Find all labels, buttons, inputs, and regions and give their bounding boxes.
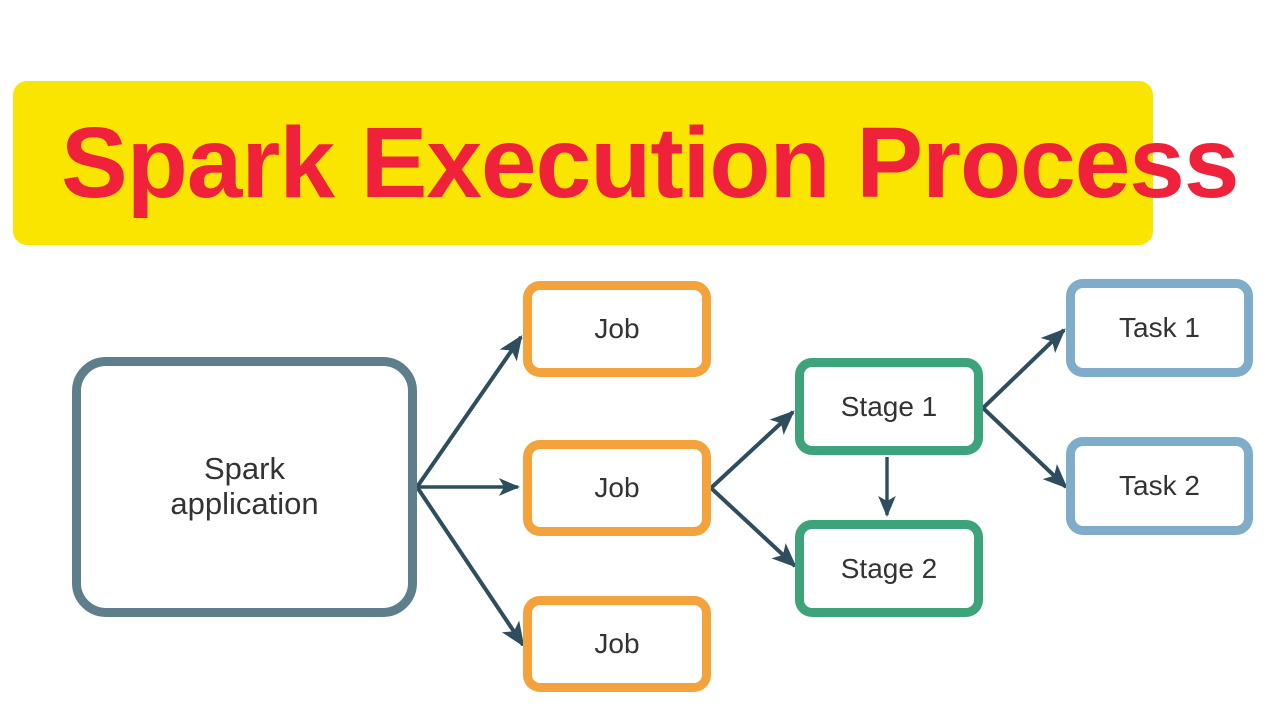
node-job-1[interactable]: Job bbox=[523, 281, 711, 377]
node-spark-application[interactable]: Spark application bbox=[72, 357, 417, 617]
node-job-1-label: Job bbox=[594, 313, 640, 345]
edge-job-2-to-stage-1 bbox=[709, 410, 795, 490]
edge-stage-1-to-task-1 bbox=[981, 328, 1066, 410]
node-task-1-label: Task 1 bbox=[1119, 312, 1200, 344]
page-title: Spark Execution Process bbox=[61, 107, 1240, 219]
edge-app-to-job-3 bbox=[415, 485, 525, 647]
edge-job-2-to-stage-2 bbox=[709, 486, 797, 568]
node-job-2-label: Job bbox=[594, 472, 640, 504]
node-spark-application-label: Spark application bbox=[170, 451, 319, 521]
node-job-3-label: Job bbox=[594, 628, 640, 660]
edge-stage-1-to-task-2 bbox=[981, 406, 1068, 489]
edge-app-to-job-1 bbox=[415, 335, 523, 489]
node-job-3[interactable]: Job bbox=[523, 596, 711, 692]
node-stage-1-label: Stage 1 bbox=[840, 390, 938, 422]
node-stage-2-label: Stage 2 bbox=[840, 552, 938, 584]
node-stage-1[interactable]: Stage 1 bbox=[795, 358, 983, 455]
node-task-2[interactable]: Task 2 bbox=[1066, 437, 1253, 535]
node-job-2[interactable]: Job bbox=[523, 440, 711, 536]
node-stage-2[interactable]: Stage 2 bbox=[795, 520, 983, 617]
node-task-2-label: Task 2 bbox=[1119, 470, 1200, 502]
node-task-1[interactable]: Task 1 bbox=[1066, 279, 1253, 377]
title-banner: Spark Execution Process bbox=[13, 81, 1240, 245]
